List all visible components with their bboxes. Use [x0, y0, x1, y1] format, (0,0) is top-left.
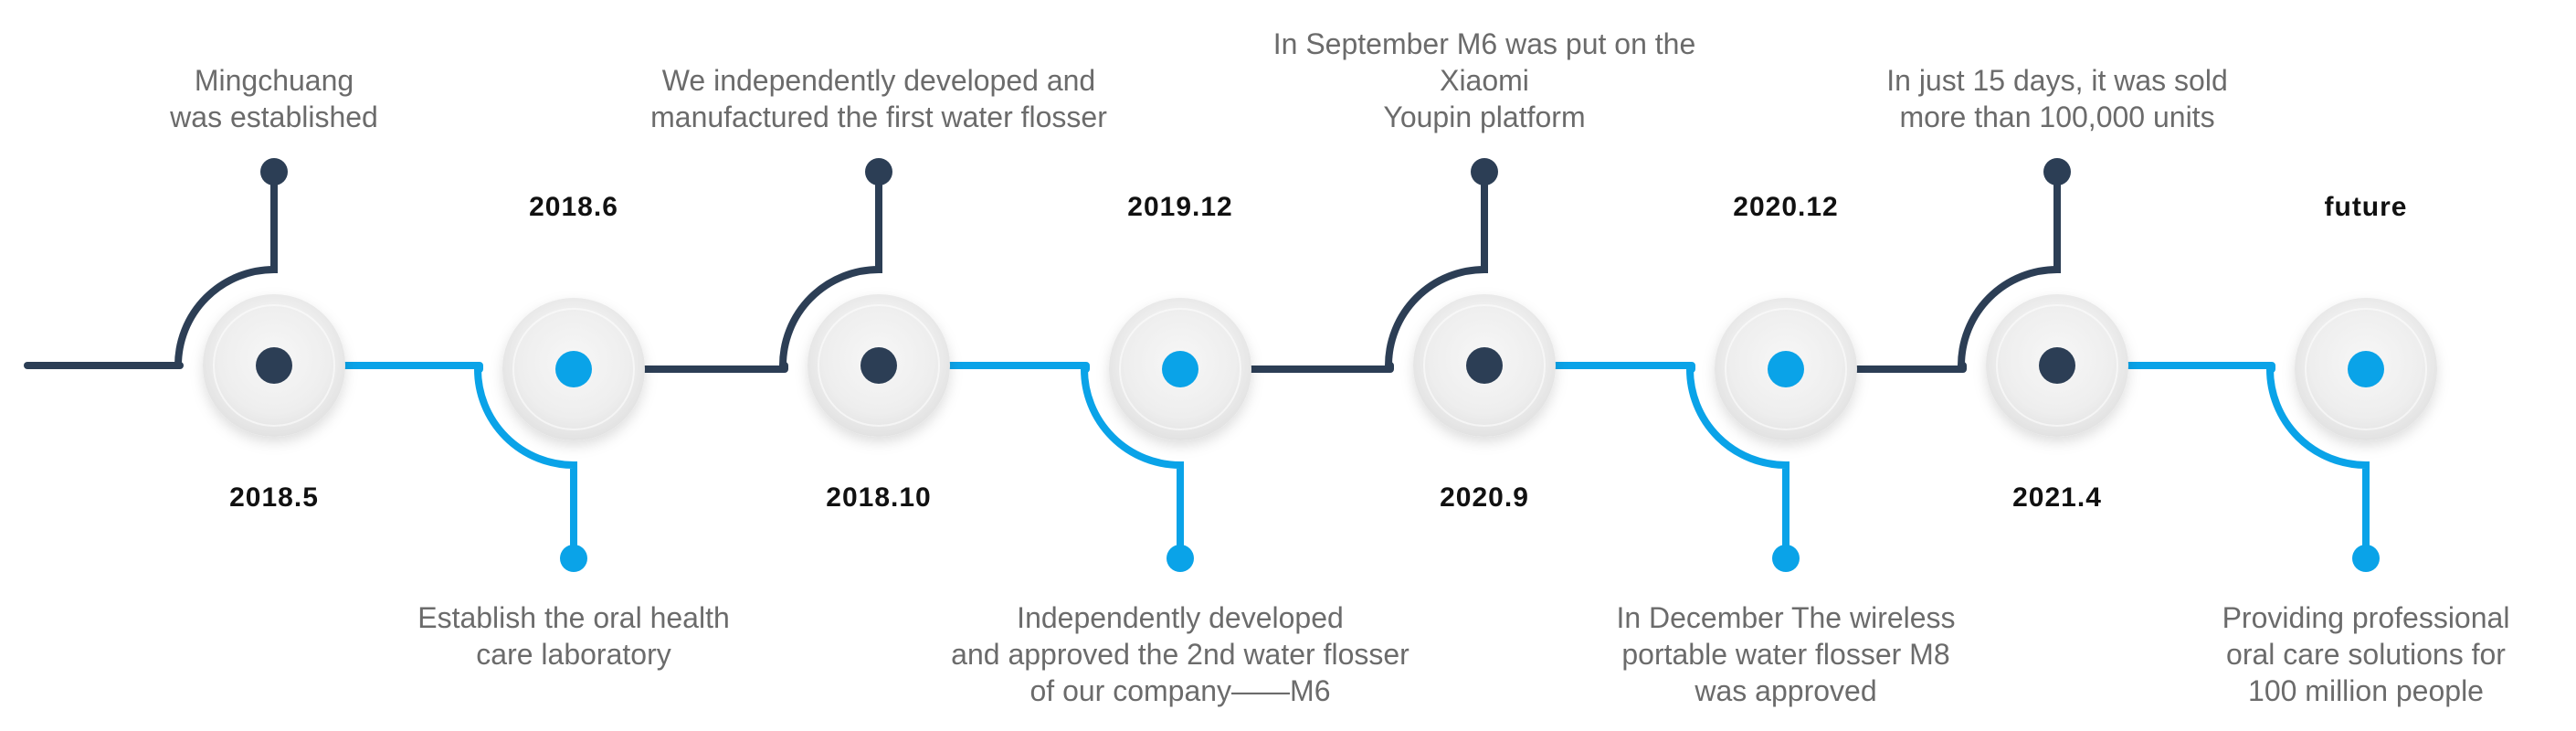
milestone-description-line: Independently developed	[1017, 601, 1344, 634]
knob-highlight-ring	[2305, 308, 2427, 430]
timeline-segment	[2121, 362, 2275, 373]
milestone-description-line: We independently developed and	[661, 64, 1096, 97]
knob-highlight-ring	[512, 308, 635, 430]
milestone-description: Independently developed and approved the …	[924, 599, 1436, 709]
timeline-center-dot	[1162, 351, 1198, 387]
milestone-date: 2018.10	[826, 482, 932, 513]
timeline-segment	[1850, 362, 1967, 373]
stem-end-dot	[2043, 158, 2071, 185]
milestone-description: We independently developed and manufactur…	[623, 62, 1135, 135]
milestone-description-line: Mingchuang	[194, 64, 354, 97]
timeline-stem-down	[1081, 366, 1184, 562]
timeline-segment	[943, 362, 1090, 373]
timeline-segment	[638, 362, 788, 373]
timeline-stem-up	[174, 168, 278, 369]
milestone-date: 2020.9	[1440, 482, 1529, 513]
knob-highlight-ring	[1725, 308, 1847, 430]
milestone-date: future	[2324, 192, 2408, 222]
stem-end-dot	[2352, 545, 2380, 572]
milestone-description-line: 100 million people	[2248, 674, 2484, 707]
knob-highlight-ring	[1996, 304, 2118, 427]
milestone-description: In just 15 days, it was sold more than 10…	[1801, 62, 2313, 135]
timeline-stem-down	[474, 366, 577, 562]
timeline-center-dot	[555, 351, 592, 387]
milestone-description-line: portable water flosser M8	[1621, 638, 1950, 671]
timeline-center-dot	[860, 347, 897, 384]
timeline-stem-down	[1686, 366, 1789, 562]
milestone-description-line: Providing professional	[2222, 601, 2510, 634]
timeline-connectors	[24, 158, 2380, 572]
stem-end-dot	[1772, 545, 1800, 572]
milestone-date: 2019.12	[1127, 192, 1233, 222]
timeline-center-dot	[1466, 347, 1503, 384]
milestone-description-line: was approved	[1694, 674, 1877, 707]
milestone-description-line: more than 100,000 units	[1899, 101, 2215, 133]
stem-end-dot	[1471, 158, 1498, 185]
timeline-segment	[1548, 362, 1695, 373]
timeline-segment	[338, 362, 483, 373]
timeline-stem-down	[2266, 366, 2370, 562]
timeline-center-dot	[2039, 347, 2075, 384]
timeline-center-dot	[2348, 351, 2384, 387]
milestone-description: Providing professional oral care solution…	[2110, 599, 2576, 709]
milestone-description-line: In December The wireless	[1616, 601, 1956, 634]
timeline-center-dot	[1768, 351, 1804, 387]
milestone-date: 2020.12	[1733, 192, 1839, 222]
timeline-center-dots	[256, 347, 2384, 387]
milestone-description-line: was established	[170, 101, 378, 133]
timeline-stem-up	[1385, 168, 1488, 369]
stem-end-dot	[260, 158, 288, 185]
knob-highlight-ring	[1423, 304, 1546, 427]
milestone-description-line: and approved the 2nd water flosser	[951, 638, 1409, 671]
milestone-description-line: Establish the oral health	[417, 601, 730, 634]
milestone-description-line: Youpin platform	[1383, 101, 1586, 133]
timeline-stem-up	[1958, 168, 2061, 369]
milestone-description-line: manufactured the first water flosser	[650, 101, 1107, 133]
milestone-description: Mingchuang was established	[18, 62, 530, 135]
milestone-description: Establish the oral health care laboratory	[318, 599, 829, 673]
milestone-description: In December The wireless portable water f…	[1530, 599, 2042, 709]
milestone-description-line: In September M6 was put on the Xiaomi	[1272, 27, 1696, 97]
timeline-segment	[1244, 362, 1394, 373]
timeline-center-dot	[256, 347, 292, 384]
stem-end-dot	[865, 158, 892, 185]
milestone-date: 2018.5	[229, 482, 319, 513]
milestone-description-line: of our company——M6	[1029, 674, 1331, 707]
milestone-date: 2018.6	[529, 192, 618, 222]
timeline-stem-up	[779, 168, 882, 369]
knob-highlight-ring	[1119, 308, 1241, 430]
milestone-description-line: oral care solutions for	[2226, 638, 2506, 671]
milestone-description-line: In just 15 days, it was sold	[1886, 64, 2228, 97]
knob-highlight-ring	[818, 304, 940, 427]
stem-end-dot	[560, 545, 587, 572]
knob-highlight-ring	[213, 304, 335, 427]
milestone-description-line: care laboratory	[476, 638, 671, 671]
stem-end-dot	[1167, 545, 1194, 572]
milestone-date: 2021.4	[2012, 482, 2102, 513]
